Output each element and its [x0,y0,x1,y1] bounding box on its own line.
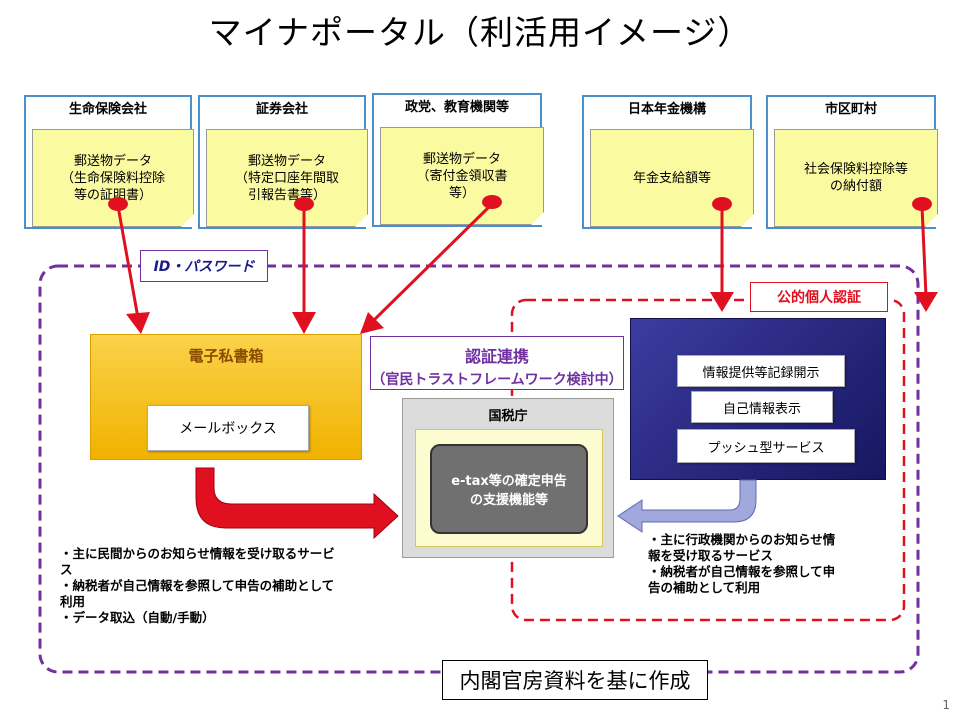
org-box-shikucho: 市区町村 社会保険料控除等の納付額 [766,95,938,229]
note-line: （生命保険料控除 [60,170,165,186]
page-title: マイナポータル（利活用イメージ） [208,13,752,52]
source-dot [294,197,314,211]
note-line: 年金支給額等 [632,170,711,186]
note-fold-icon [925,214,938,227]
note-line: 郵送物データ [422,151,501,167]
nta-title: 国税庁 [488,409,528,424]
mailbox-to-nta-arrow [195,467,399,540]
note-fold-icon [181,214,194,227]
source-dot [482,195,502,209]
note-line: 社会保険料控除等 [803,162,908,177]
red-arrows [116,202,928,324]
nta-box: 国税庁 e-tax等の確定申告 の支援機能等 [402,398,614,558]
org-name: 日本年金機構 [627,102,706,117]
push-service-button[interactable]: プッシュ型サービス [677,429,855,463]
source-dots [108,195,932,211]
digital-mailbox-box: 電子私書箱 メールボックス [90,334,362,460]
note-line: 等） [448,185,475,201]
mailbox-title: 電子私書箱 [188,347,264,365]
note-line: 郵送物データ [247,153,326,169]
myna-portal-box: 情報提供等記録開示 自己情報表示 プッシュ型サービス [630,318,886,480]
bullet-line: ・主に行政機関からのお知らせ情 [648,532,836,547]
sticky-note: 社会保険料控除等の納付額 [774,129,938,227]
org-name: 市区町村 [824,102,877,117]
bullet-line: ス [60,562,73,577]
koteki-label: 公的個人認証 [750,282,888,312]
bullet-line: ・主に民間からのお知らせ情報を受け取るサービ [60,546,335,561]
info-provision-record-button[interactable]: 情報提供等記録開示 [677,355,845,387]
koteki-region [510,298,906,622]
bullet-line: 告の補助として利用 [648,580,761,595]
arrowhead [126,312,150,334]
note-line: （特定口座年間取 [234,170,339,186]
org-box-nenkin: 日本年金機構 年金支給額等 [582,95,754,229]
note-line: の納付額 [829,179,882,194]
note-line: （寄付金領収書 [416,168,508,184]
source-label: 内閣官房資料を基に作成 [442,660,708,700]
org-name: 生命保険会社 [68,102,147,117]
portal-to-nta-arrow [617,479,757,533]
right-bullets: ・主に行政機関からのお知らせ情 報を受け取るサービス ・納税者が自己情報を参照し… [648,532,898,596]
page-number: 1 [942,698,950,712]
self-info-button[interactable]: 自己情報表示 [691,391,833,423]
bullet-line: 利用 [60,594,86,609]
auth-link-box: 認証連携 （官民トラストフレームワーク検討中） [370,336,624,390]
source-dot [712,197,732,211]
id-password-label: ID・パスワード [140,250,268,282]
source-dot [108,197,128,211]
note-line: 郵送物データ [73,153,152,169]
arrowhead [914,292,938,312]
sticky-note: 郵送物データ（寄付金領収書等） [380,127,544,225]
org-name: 証券会社 [255,102,308,117]
etax-support-box: e-tax等の確定申告 の支援機能等 [430,444,588,534]
note-line: 等の証明書） [73,187,152,203]
etax-line: の支援機能等 [469,493,548,508]
nta-inner: e-tax等の確定申告 の支援機能等 [415,429,603,547]
mailbox-button[interactable]: メールボックス [147,405,309,451]
etax-line: e-tax等の確定申告 [451,474,567,489]
org-name: 政党、教育機関等 [404,100,509,115]
org-box-shoken: 証券会社 郵送物データ（特定口座年間取引報告書等） [198,95,368,229]
arrow-shikucho-to-portal [920,205,928,297]
note-fold-icon [531,212,544,225]
arrow-seimei-to-mailbox [116,205,140,319]
arrowhead [710,292,734,312]
sticky-note: 郵送物データ（生命保険料控除等の証明書） [32,129,194,227]
arrowhead [360,312,384,334]
bullet-line: ・納税者が自己情報を参照して申告の補助として [60,578,335,593]
sticky-note: 郵送物データ（特定口座年間取引報告書等） [206,129,368,227]
sticky-note: 年金支給額等 [590,129,754,227]
arrowhead [292,312,316,334]
bullet-line: ・納税者が自己情報を参照して申 [648,564,836,579]
auth-link-subtitle: （官民トラストフレームワーク検討中） [371,372,623,388]
note-fold-icon [355,214,368,227]
auth-link-title: 認証連携 [464,347,529,366]
arrow-seito-to-mailbox [370,202,494,324]
note-fold-icon [741,214,754,227]
org-box-seito: 政党、教育機関等 郵送物データ（寄付金領収書等） [372,93,544,227]
bullet-line: 報を受け取るサービス [648,548,774,563]
left-bullets: ・主に民間からのお知らせ情報を受け取るサービ ス ・納税者が自己情報を参照して申… [60,546,400,626]
bullet-line: ・データ取込（自動/手動） [60,610,215,625]
source-dot [912,197,932,211]
org-box-seimei: 生命保険会社 郵送物データ（生命保険料控除等の証明書） [24,95,194,229]
red-arrowheads [126,292,938,334]
